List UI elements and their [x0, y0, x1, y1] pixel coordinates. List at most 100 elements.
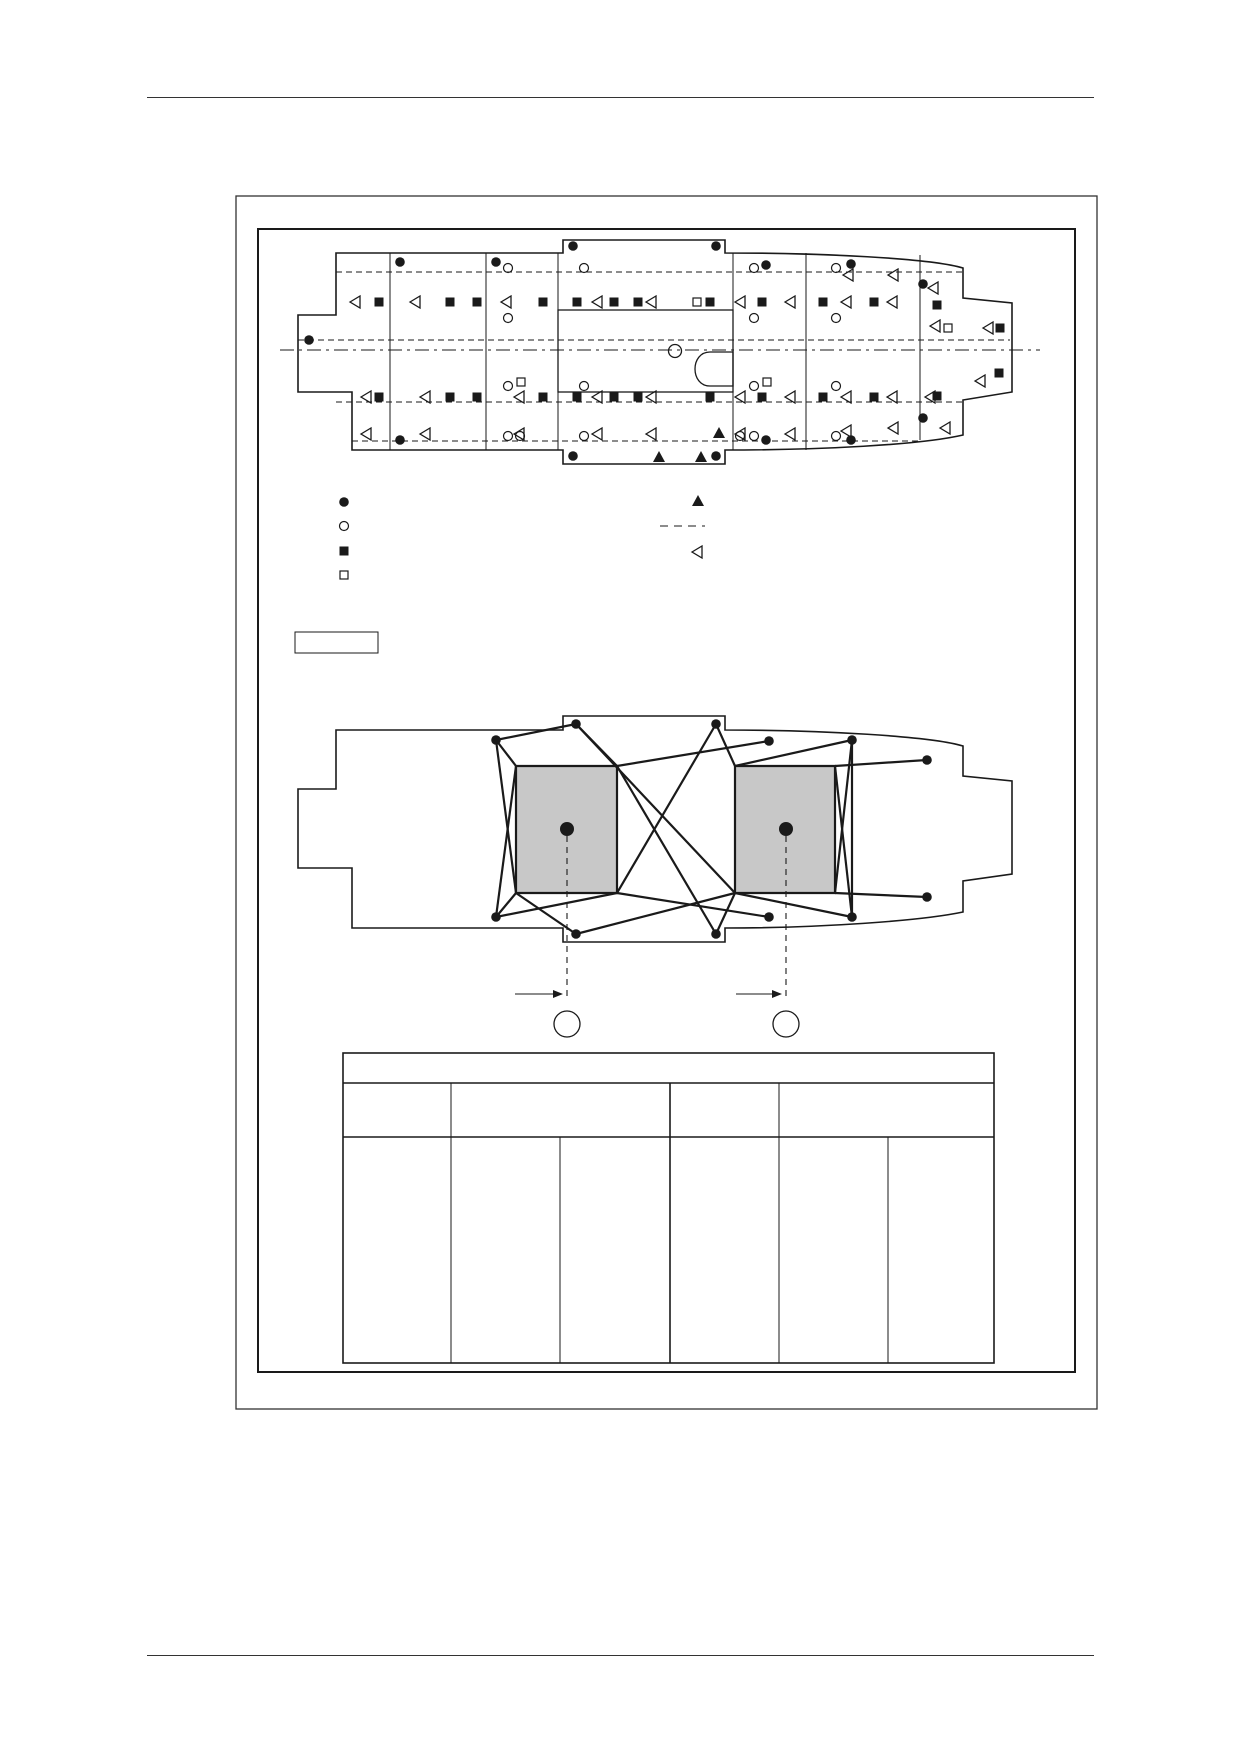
legend-filled-square-icon	[339, 546, 349, 556]
deck-fitting-open-triangle-left-icon	[590, 389, 603, 405]
deck-fitting-filled-square-icon	[609, 297, 619, 307]
deck-fitting-open-circle-icon	[830, 262, 842, 274]
deck-fitting-open-triangle-left-icon	[981, 320, 994, 336]
deck-fitting-filled-square-icon	[932, 391, 942, 401]
deck-fitting-open-triangle-left-icon	[590, 294, 603, 310]
deck-fitting-open-triangle-left-icon	[783, 294, 796, 310]
deck-fitting-open-triangle-left-icon	[590, 426, 603, 442]
legend-open-triangle-left-icon	[690, 544, 703, 560]
footer-rule	[147, 1655, 1094, 1656]
deck-fitting-open-triangle-left-icon	[973, 373, 986, 389]
deck-fitting-open-triangle-left-icon	[839, 294, 852, 310]
deck-fitting-filled-square-icon	[995, 323, 1005, 333]
deck-fitting-filled-square-icon	[472, 297, 482, 307]
deck-fitting-filled-square-icon	[633, 392, 643, 402]
deck-fitting-filled-circle-icon	[918, 413, 928, 423]
lashing-point-icon	[491, 912, 501, 922]
lashing-lines	[494, 722, 928, 936]
legend-filled-circle-icon	[339, 497, 349, 507]
deck-fitting-open-triangle-left-icon	[348, 294, 361, 310]
deck-fitting-filled-triangle-icon	[695, 451, 707, 462]
centre-of-gravity-markers	[560, 822, 793, 836]
deck-fitting-filled-square-icon	[572, 297, 582, 307]
deck-fitting-open-triangle-left-icon	[733, 294, 746, 310]
deck-fitting-filled-square-icon	[869, 297, 879, 307]
lashing-point-icon	[922, 892, 932, 902]
hatch-opening	[694, 351, 734, 387]
lashing-point-icon	[922, 755, 932, 765]
deck-fitting-open-triangle-left-icon	[839, 423, 852, 439]
deck-fitting-filled-square-icon	[538, 297, 548, 307]
bulkheads	[389, 253, 921, 450]
deck-fitting-open-triangle-left-icon	[644, 389, 657, 405]
deck-fitting-filled-circle-icon	[568, 241, 578, 251]
deck-fitting-filled-square-icon	[572, 392, 582, 402]
deck-fitting-open-circle-icon	[830, 430, 842, 442]
deck-fitting-filled-circle-icon	[491, 257, 501, 267]
lashing-table	[342, 1052, 995, 1364]
section-cut-lines	[515, 836, 800, 1038]
cog-fwd-marker	[779, 822, 793, 836]
deck-fitting-open-circle-icon	[578, 430, 590, 442]
legend-open-square-icon	[339, 570, 349, 580]
deck-fitting-filled-circle-icon	[761, 435, 771, 445]
deck-fitting-filled-square-icon	[705, 297, 715, 307]
deck-fitting-filled-square-icon	[818, 297, 828, 307]
deck-fitting-filled-circle-icon	[395, 257, 405, 267]
legend-open-circle-icon	[338, 520, 350, 532]
deck-fitting-open-square-icon	[943, 323, 953, 333]
deck-fitting-open-triangle-left-icon	[408, 294, 421, 310]
deck-fitting-open-circle-icon	[502, 312, 514, 324]
deck-fitting-open-circle-icon	[748, 262, 760, 274]
deck-fitting-open-triangle-left-icon	[886, 420, 899, 436]
deck-fitting-filled-triangle-icon	[713, 427, 725, 438]
deck-fitting-open-triangle-left-icon	[886, 267, 899, 283]
deck-fitting-filled-square-icon	[932, 300, 942, 310]
deck-fitting-open-square-icon	[692, 297, 702, 307]
deck-fitting-open-triangle-left-icon	[885, 389, 898, 405]
deck-fitting-filled-circle-icon	[918, 279, 928, 289]
deck-fitting-filled-square-icon	[705, 392, 715, 402]
deck-fitting-filled-circle-icon	[846, 435, 856, 445]
lashing-point-icon	[764, 736, 774, 746]
deck-fitting-open-circle-icon	[748, 430, 760, 442]
lashing-point-icon	[571, 719, 581, 729]
lashing-point-icon	[491, 735, 501, 745]
deck-fitting-filled-square-icon	[374, 392, 384, 402]
deck-fitting-filled-square-icon	[757, 297, 767, 307]
deck-fitting-filled-circle-icon	[304, 335, 314, 345]
section-marker-fwd	[772, 1010, 800, 1038]
deck-fitting-open-circle-icon	[830, 380, 842, 392]
legend-filled-triangle-icon	[692, 495, 704, 506]
deck-fitting-open-triangle-left-icon	[512, 426, 525, 442]
deck-fitting-filled-square-icon	[633, 297, 643, 307]
deck-fitting-filled-square-icon	[869, 392, 879, 402]
deck-fitting-open-circle-icon	[502, 430, 514, 442]
deck-fitting-filled-circle-icon	[568, 451, 578, 461]
outer-frame	[235, 195, 1098, 1410]
deck-plan	[280, 239, 1040, 465]
section-marker-aft	[553, 1010, 581, 1038]
lashing-view	[297, 715, 1013, 943]
table-column-rules	[450, 1083, 889, 1363]
deck-fitting-filled-square-icon	[445, 297, 455, 307]
deck-fitting-open-triangle-left-icon	[644, 294, 657, 310]
header-rule	[147, 97, 1094, 98]
deck-fitting-open-circle-icon	[502, 380, 514, 392]
deck-fitting-filled-square-icon	[994, 368, 1004, 378]
lashing-points	[491, 719, 932, 939]
deck-fitting-filled-circle-icon	[846, 259, 856, 269]
cog-aft-marker	[560, 822, 574, 836]
deck-fitting-open-triangle-left-icon	[359, 389, 372, 405]
deck-fitting-open-circle-icon	[502, 262, 514, 274]
deck-fitting-open-circle-icon	[578, 380, 590, 392]
deck-fitting-open-circle-icon	[830, 312, 842, 324]
deck-fitting-open-square-icon	[762, 377, 772, 387]
deck-fitting-open-triangle-left-icon	[885, 294, 898, 310]
deck-fitting-open-triangle-left-icon	[926, 280, 939, 296]
deck-fitting-open-triangle-left-icon	[512, 389, 525, 405]
deck-fitting-filled-square-icon	[445, 392, 455, 402]
deck-fitting-open-circle-icon	[748, 312, 760, 324]
deck-fitting-open-triangle-left-icon	[938, 420, 951, 436]
